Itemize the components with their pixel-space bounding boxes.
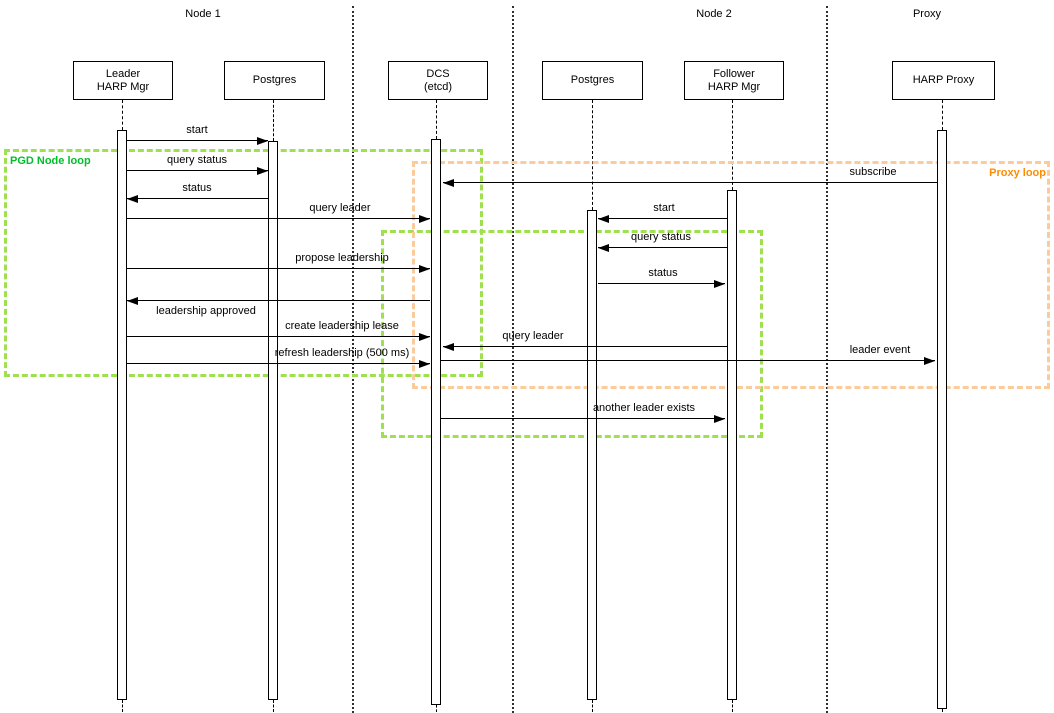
message-line-start [127, 140, 268, 141]
participant-label-line: HARP Proxy [912, 74, 975, 86]
lifeline-tail-leader-harp-mgr [122, 700, 123, 712]
activation-bar-harp-proxy [937, 130, 947, 709]
participant-box-harp-proxy: HARP Proxy [892, 61, 995, 100]
message-label-another-leader-exists: another leader exists [592, 402, 696, 414]
arrowhead-start [598, 215, 609, 223]
activation-bar-follower-harp-mgr [727, 190, 737, 700]
participant-label-line: DCS [426, 67, 450, 80]
lifeline-connector-postgres-node2 [592, 100, 593, 210]
activation-bar-postgres-node1 [268, 141, 278, 700]
arrowhead-query-status [257, 167, 268, 175]
message-line-leadership-approved [127, 300, 430, 301]
participant-label-line: Follower [713, 67, 755, 80]
participant-label-line: Postgres [570, 74, 615, 86]
message-label-leadership-approved: leadership approved [156, 305, 256, 317]
message-label-create-leadership-lease: create leadership lease [285, 320, 399, 332]
arrowhead-status [714, 280, 725, 288]
group-label-proxy: Proxy [912, 8, 942, 20]
arrowhead-leadership-approved [127, 297, 138, 305]
activation-bar-dcs-etcd [431, 139, 441, 705]
lifeline-connector-leader-harp-mgr [122, 100, 123, 130]
message-label-query-status: query status [631, 231, 691, 243]
arrowhead-start [257, 137, 268, 145]
activation-bar-leader-harp-mgr [117, 130, 127, 700]
message-line-status [598, 283, 725, 284]
message-label-leader-event: leader event [849, 344, 911, 356]
message-line-query-leader [443, 346, 727, 347]
message-label-status: status [182, 182, 212, 194]
activation-bar-postgres-node2 [587, 210, 597, 700]
participant-box-dcs-etcd: DCS(etcd) [388, 61, 488, 100]
loop-frame-inner-loop [381, 230, 763, 438]
message-line-status [127, 198, 268, 199]
loop-frame-pgd-node-loop: PGD Node loop [4, 149, 483, 377]
loop-label-pgd-node-loop: PGD Node loop [10, 155, 91, 167]
arrowhead-propose-leadership [419, 265, 430, 273]
arrowhead-another-leader-exists [714, 415, 725, 423]
arrowhead-query-leader [419, 215, 430, 223]
arrowhead-leader-event [924, 357, 935, 365]
message-label-status: status [648, 267, 678, 279]
arrowhead-query-status [598, 244, 609, 252]
lifeline-tail-follower-harp-mgr [732, 700, 733, 712]
message-line-leader-event [441, 360, 935, 361]
participant-label-line: Leader [105, 67, 141, 80]
message-label-query-leader: query leader [309, 202, 371, 214]
message-line-propose-leadership [127, 268, 430, 269]
loop-label-proxy-loop: Proxy loop [989, 167, 1046, 179]
arrowhead-subscribe [443, 179, 454, 187]
lifeline-connector-follower-harp-mgr [732, 100, 733, 190]
arrowhead-refresh-leadership-500-ms [419, 360, 430, 368]
lifeline-tail-postgres-node1 [273, 700, 274, 712]
message-label-start: start [653, 202, 675, 214]
message-label-subscribe: subscribe [849, 166, 897, 178]
message-label-start: start [186, 124, 208, 136]
message-line-query-status [598, 247, 727, 248]
participant-label-line: Postgres [252, 74, 297, 86]
participant-box-postgres-node2: Postgres [542, 61, 643, 100]
participant-box-postgres-node1: Postgres [224, 61, 325, 100]
message-line-start [598, 218, 727, 219]
message-label-propose-leadership: propose leadership [295, 252, 389, 264]
message-label-query-status: query status [167, 154, 227, 166]
message-line-refresh-leadership-500-ms [127, 363, 430, 364]
participant-label-line: HARP Mgr [96, 80, 150, 93]
message-label-refresh-leadership-500-ms: refresh leadership (500 ms) [274, 347, 410, 359]
message-line-another-leader-exists [441, 418, 725, 419]
participant-label-line: HARP Mgr [707, 80, 761, 93]
lifeline-connector-postgres-node1 [273, 100, 274, 141]
message-label-query-leader: query leader [502, 330, 564, 342]
lifeline-tail-postgres-node2 [592, 700, 593, 712]
group-separator-line [512, 6, 514, 713]
lifeline-tail-dcs-etcd [436, 705, 437, 712]
message-line-query-status [127, 170, 268, 171]
lifeline-connector-dcs-etcd [436, 100, 437, 139]
message-line-query-leader [127, 218, 430, 219]
group-separator-line [352, 6, 354, 713]
group-separator-line [826, 6, 828, 713]
lifeline-tail-harp-proxy [942, 709, 943, 712]
group-label-node-1: Node 1 [185, 8, 221, 20]
message-line-create-leadership-lease [127, 336, 430, 337]
arrowhead-create-leadership-lease [419, 333, 430, 341]
group-label-node-2: Node 2 [696, 8, 732, 20]
arrowhead-status [127, 195, 138, 203]
lifeline-connector-harp-proxy [942, 100, 943, 130]
message-line-subscribe [443, 182, 937, 183]
participant-label-line: (etcd) [423, 80, 453, 93]
arrowhead-query-leader [443, 343, 454, 351]
